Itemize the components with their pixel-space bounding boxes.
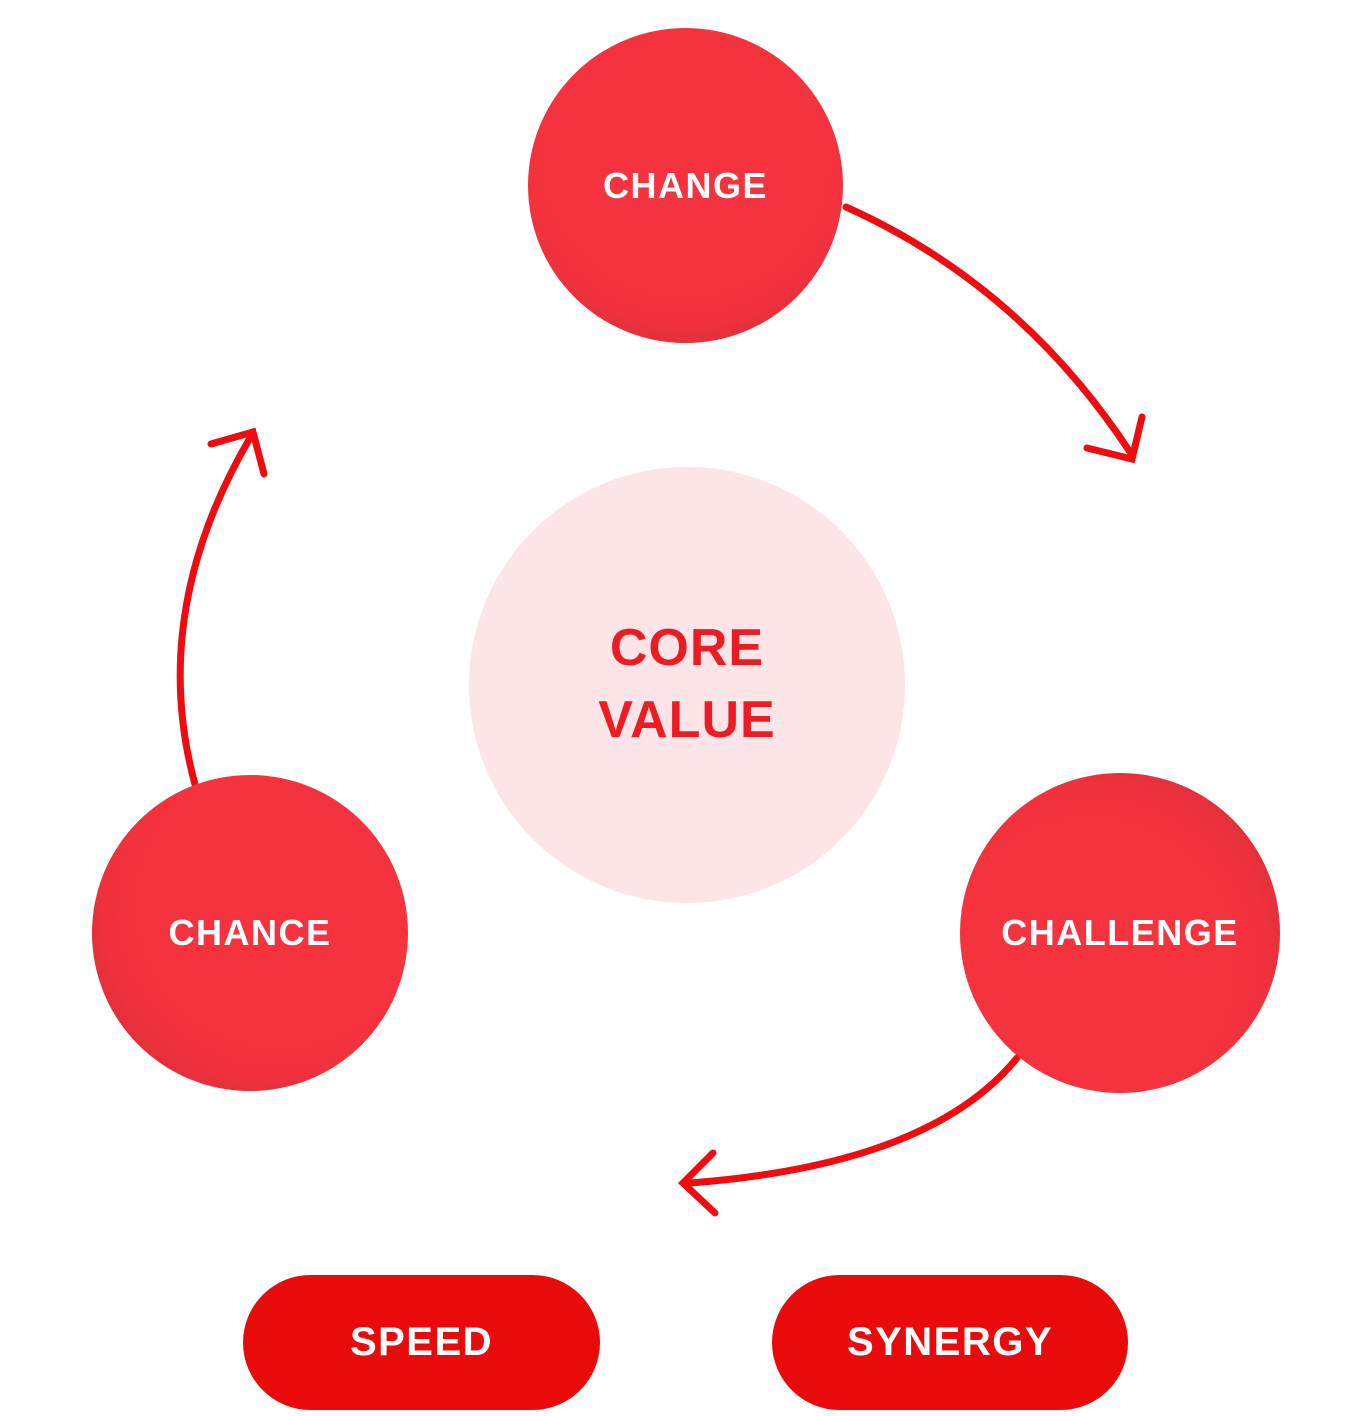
pill-speed-label: SPEED: [349, 1320, 494, 1364]
core-value-label: CORE VALUE: [598, 613, 775, 757]
core-value-line-2: VALUE: [598, 691, 776, 749]
node-core-value: CORE VALUE: [469, 467, 905, 903]
arrow-chance-to-top-icon: [176, 427, 268, 792]
pill-synergy: SYNERGY: [772, 1275, 1128, 1410]
arrow-challenge-to-bottom-icon: [677, 1054, 1021, 1217]
node-change-label: CHANGE: [602, 164, 768, 206]
node-challenge: CHALLENGE: [960, 773, 1280, 1093]
pill-speed: SPEED: [243, 1275, 600, 1410]
node-challenge-label: CHALLENGE: [1001, 912, 1239, 953]
arrow-change-to-challenge-icon: [842, 203, 1146, 464]
pill-synergy-label: SYNERGY: [846, 1320, 1054, 1364]
node-chance-label: CHANCE: [168, 912, 332, 953]
node-change: CHANGE: [528, 28, 843, 343]
core-value-line-1: CORE: [609, 619, 765, 678]
node-chance: CHANCE: [92, 775, 408, 1091]
